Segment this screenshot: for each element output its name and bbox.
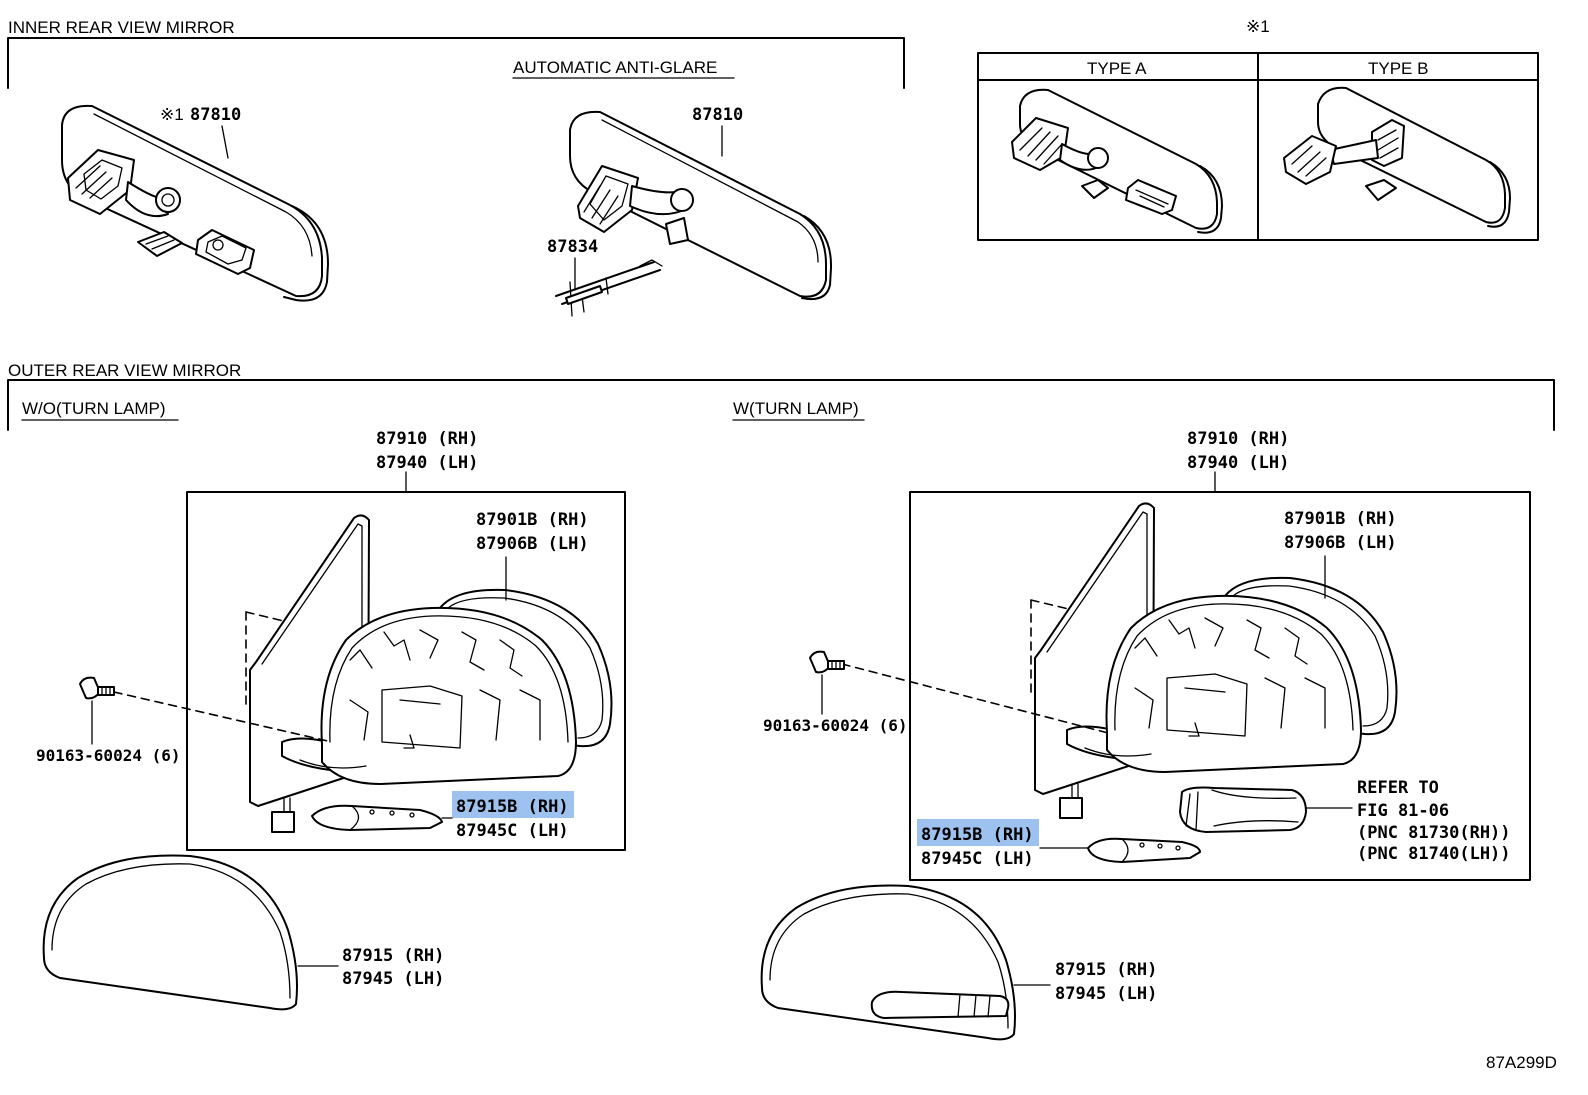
mirror-clip[interactable] (555, 259, 663, 317)
right-cover-rh-part[interactable]: 87915 (RH) (1055, 960, 1157, 980)
left-cover-lh-part[interactable]: 87945 (LH) (342, 969, 444, 989)
wo-turn-lamp-heading: W/O(TURN LAMP) (22, 399, 166, 418)
right-assembly-lh-part[interactable]: 87940 (LH) (1187, 453, 1289, 473)
right-heater-lh-part[interactable]: 87945C (LH) (921, 849, 1034, 869)
left-mirror-heater[interactable] (311, 804, 443, 831)
right-screw-part[interactable]: 90163-60024 (6) (763, 716, 908, 735)
left-mirror-cover[interactable] (42, 854, 298, 1011)
left-connector (271, 797, 295, 833)
inner-section-frame (7, 37, 905, 89)
right-glass-rh-part[interactable]: 87901B (RH) (1284, 509, 1397, 529)
turn-lamp-figure-ref[interactable]: FIG 81-06 (1357, 801, 1449, 821)
left-mirror-assembly[interactable] (245, 514, 613, 807)
inner-mirror-anti-glare[interactable] (569, 110, 833, 301)
standard-mirror-note-mark: ※1 (160, 105, 184, 124)
right-heater-rh-highlight (917, 819, 1039, 846)
type-a-header: TYPE A (1087, 59, 1147, 78)
left-assembly-rh-part[interactable]: 87910 (RH) (376, 429, 478, 449)
anti-glare-mirror-part-number[interactable]: 87810 (692, 105, 743, 125)
screw-axis-line (113, 691, 333, 743)
type-a-mirror[interactable] (1011, 88, 1223, 234)
right-mirror-cover[interactable] (760, 884, 1016, 1041)
left-assembly-lh-part[interactable]: 87940 (LH) (376, 453, 478, 473)
left-screw[interactable] (79, 676, 115, 700)
left-mirror-body (281, 606, 577, 785)
w-turn-lamp-heading: W(TURN LAMP) (733, 399, 859, 418)
left-heater-rh-part[interactable]: 87915B (RH) (456, 797, 569, 817)
turn-lamp-pnc-lh: (PNC 81740(LH)) (1357, 844, 1511, 864)
right-assembly-rh-part[interactable]: 87910 (RH) (1187, 429, 1289, 449)
mirror-clip-part-number[interactable]: 87834 (547, 237, 598, 257)
mirror-types-table (977, 52, 1539, 241)
left-glass-lh-part[interactable]: 87906B (LH) (476, 534, 589, 554)
right-heater-rh-part[interactable]: 87915B (RH) (921, 825, 1034, 845)
figure-code: 87A299D (1486, 1053, 1557, 1072)
type-b-header: TYPE B (1368, 59, 1428, 78)
left-heater-lh-part[interactable]: 87945C (LH) (456, 821, 569, 841)
right-screw[interactable] (809, 650, 845, 674)
left-cover-rh-part[interactable]: 87915 (RH) (342, 946, 444, 966)
variants-note-mark: ※1 (1246, 17, 1270, 36)
right-assembly-box (909, 491, 1531, 881)
right-mirror-heater[interactable] (1087, 837, 1201, 863)
left-screw-part[interactable]: 90163-60024 (6) (36, 746, 181, 765)
anti-glare-heading: AUTOMATIC ANTI-GLARE (513, 58, 717, 77)
turn-lamp[interactable] (1179, 786, 1307, 833)
right-mirror-body (1066, 594, 1362, 773)
turn-lamp-refer-label: REFER TO (1357, 778, 1439, 798)
left-glass-rh-part[interactable]: 87901B (RH) (476, 510, 589, 530)
outer-section-title: OUTER REAR VIEW MIRROR (8, 361, 241, 380)
right-connector (1059, 783, 1083, 819)
right-cover-lh-part[interactable]: 87945 (LH) (1055, 984, 1157, 1004)
type-b-mirror[interactable] (1283, 86, 1511, 228)
leader-line (221, 125, 229, 159)
inner-mirror-standard[interactable] (61, 104, 329, 302)
right-mirror-assembly[interactable] (1030, 502, 1398, 795)
screw-axis-line (841, 663, 1113, 735)
outer-section-frame (7, 379, 1555, 431)
turn-lamp-pnc-rh: (PNC 81730(RH)) (1357, 823, 1511, 843)
left-heater-rh-highlight (452, 791, 574, 818)
right-glass-lh-part[interactable]: 87906B (LH) (1284, 533, 1397, 553)
inner-section-title: INNER REAR VIEW MIRROR (8, 18, 235, 37)
standard-mirror-part-number[interactable]: 87810 (190, 105, 241, 125)
